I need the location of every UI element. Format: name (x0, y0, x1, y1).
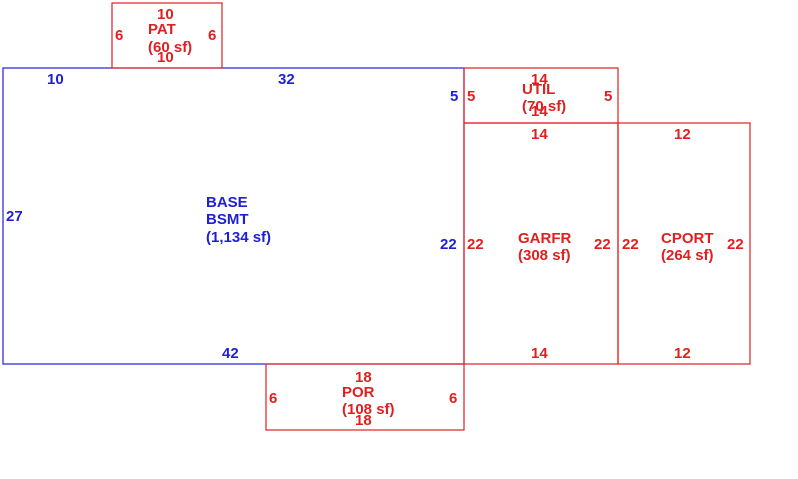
base-dim-top-b: 32 (278, 71, 295, 88)
garfr-dim-right: 22 (594, 236, 611, 253)
util-dim-left: 5 (467, 88, 475, 105)
bsmt-label: BSMT (206, 211, 249, 228)
cport-dim-bottom: 12 (674, 345, 691, 362)
garfr-dim-bottom: 14 (531, 345, 548, 362)
cport-outline (617, 122, 751, 365)
util-area-label: (70 sf) (522, 98, 566, 115)
cport-dim-right: 22 (727, 236, 744, 253)
pat-dim-bottom: 10 (157, 49, 174, 66)
base-dim-left: 27 (6, 208, 23, 225)
por-dim-right: 6 (449, 390, 457, 407)
por-outline (265, 363, 465, 431)
base-area-label: (1,134 sf) (206, 229, 271, 246)
garfr-label: GARFR (518, 230, 571, 247)
pat-dim-top: 10 (157, 6, 174, 23)
cport-label: CPORT (661, 230, 714, 247)
base-dim-right: 22 (440, 236, 457, 253)
garfr-dim-top: 14 (531, 126, 548, 143)
cport-area-label: (264 sf) (661, 247, 714, 264)
por-dim-top: 18 (355, 369, 372, 386)
base-dim-notch: 5 (450, 88, 458, 105)
garfr-area-label: (308 sf) (518, 247, 571, 264)
pat-outline (111, 2, 223, 69)
por-dim-bottom: 18 (355, 412, 372, 429)
cport-dim-top: 12 (674, 126, 691, 143)
base-label: BASE (206, 194, 248, 211)
garfr-dim-left: 22 (467, 236, 484, 253)
pat-dim-right: 6 (208, 27, 216, 44)
base-dim-bottom: 42 (222, 345, 239, 362)
util-dim-bottom: 14 (531, 103, 548, 120)
cport-dim-left: 22 (622, 236, 639, 253)
pat-label: PAT (148, 21, 176, 38)
pat-dim-left: 6 (115, 27, 123, 44)
util-label: UTIL (522, 81, 555, 98)
pat-area-label: (60 sf) (148, 39, 192, 56)
base-dim-top-a: 10 (47, 71, 64, 88)
por-label: POR (342, 384, 375, 401)
util-dim-right: 5 (604, 88, 612, 105)
por-area-label: (108 sf) (342, 401, 395, 418)
por-dim-left: 6 (269, 390, 277, 407)
util-dim-top: 14 (531, 71, 548, 88)
